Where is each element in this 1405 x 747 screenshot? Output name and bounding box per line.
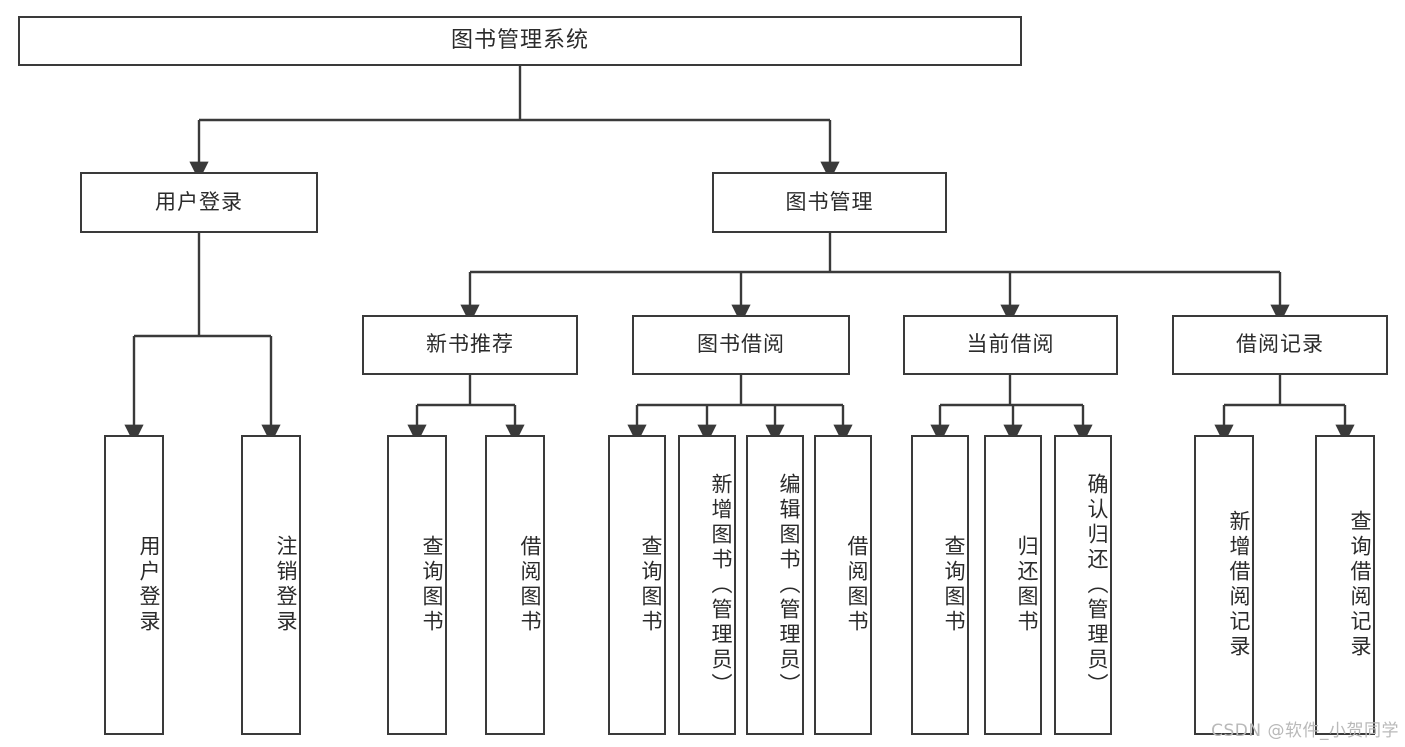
node-user-login[interactable]: 用户登录 — [80, 172, 318, 233]
node-leaf-query-book-1[interactable]: 查询图书 — [387, 435, 447, 735]
node-leaf-query-book-2[interactable]: 查询图书 — [608, 435, 666, 735]
node-leaf-logout[interactable]: 注销登录 — [241, 435, 301, 735]
node-book-borrow[interactable]: 图书借阅 — [632, 315, 850, 375]
node-borrow-record[interactable]: 借阅记录 — [1172, 315, 1388, 375]
node-book-manage[interactable]: 图书管理 — [712, 172, 947, 233]
node-leaf-user-login[interactable]: 用户登录 — [104, 435, 164, 735]
node-leaf-add-book[interactable]: 新增图书（管理员） — [678, 435, 736, 735]
node-current-borrow[interactable]: 当前借阅 — [903, 315, 1118, 375]
node-leaf-return-book[interactable]: 归还图书 — [984, 435, 1042, 735]
node-leaf-edit-book[interactable]: 编辑图书（管理员） — [746, 435, 804, 735]
node-leaf-query-record[interactable]: 查询借阅记录 — [1315, 435, 1375, 735]
node-leaf-confirm-return[interactable]: 确认归还（管理员） — [1054, 435, 1112, 735]
node-leaf-add-record[interactable]: 新增借阅记录 — [1194, 435, 1254, 735]
node-leaf-borrow-book-2[interactable]: 借阅图书 — [814, 435, 872, 735]
node-new-book-recommend[interactable]: 新书推荐 — [362, 315, 578, 375]
node-leaf-query-book-3[interactable]: 查询图书 — [911, 435, 969, 735]
node-leaf-borrow-book-1[interactable]: 借阅图书 — [485, 435, 545, 735]
node-root[interactable]: 图书管理系统 — [18, 16, 1022, 66]
